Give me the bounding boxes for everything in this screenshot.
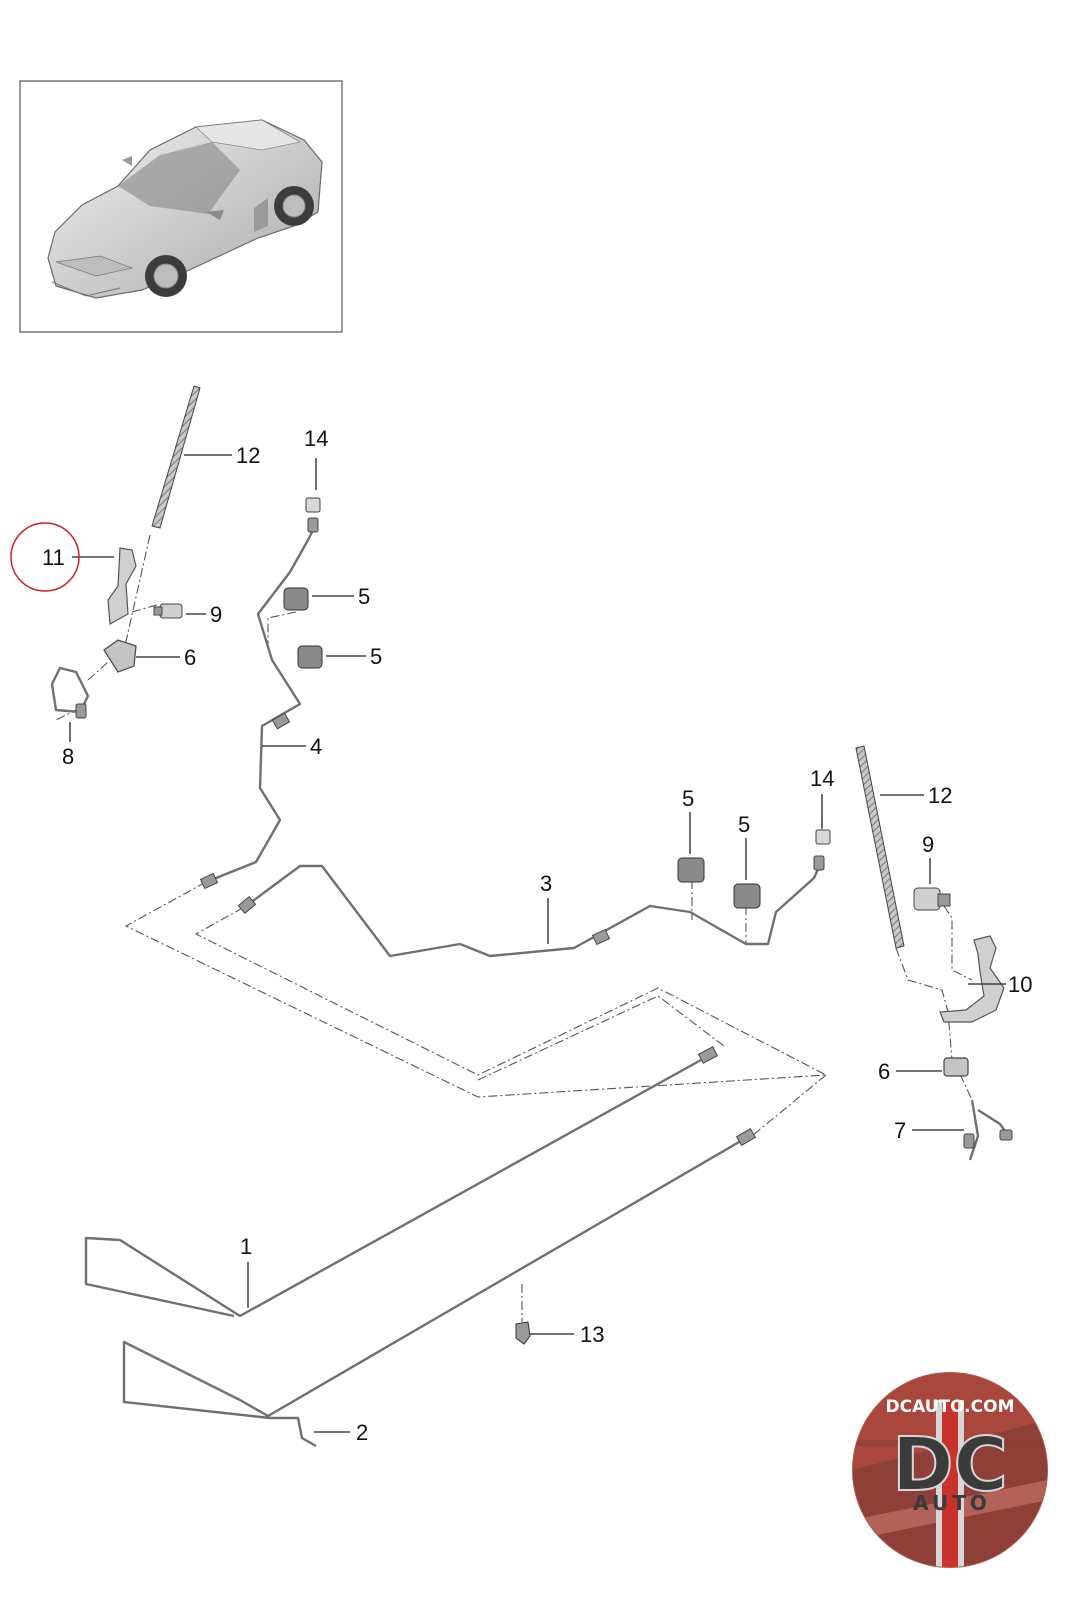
routing-lines [55, 498, 973, 1322]
fitting [697, 1046, 719, 1064]
cap-14-left [305, 497, 321, 513]
clip-6-right [943, 1057, 969, 1077]
callout-6-right[interactable]: 6 [878, 1059, 890, 1084]
callout-12-right[interactable]: 12 [928, 783, 952, 808]
logo-sub-text: AUTO [913, 1491, 991, 1515]
vehicle-thumbnail [19, 80, 343, 333]
callout-9-right[interactable]: 9 [922, 832, 934, 857]
callout-12-left[interactable]: 12 [236, 443, 260, 468]
callout-10[interactable]: 10 [1008, 972, 1032, 997]
fitting [237, 895, 257, 915]
callout-numbers: 12 14 11 5 9 5 6 8 4 5 14 12 5 9 3 10 6 … [42, 426, 1032, 1445]
fitting [735, 1127, 757, 1147]
callout-5-b[interactable]: 5 [370, 644, 382, 669]
clip-6-left [103, 639, 137, 673]
brake-hose-12-right [855, 745, 905, 949]
dcauto-logo: DCAUTO.COM DC AUTO [852, 1372, 1048, 1568]
callout-9-left[interactable]: 9 [210, 602, 222, 627]
holder-5-c [677, 857, 705, 883]
cap-14-right [815, 829, 831, 845]
fitting [307, 517, 319, 533]
holder-5-d [733, 883, 761, 909]
callout-2[interactable]: 2 [356, 1420, 368, 1445]
logo-top-text: DCAUTO.COM [885, 1397, 1014, 1417]
fitting [963, 1133, 975, 1149]
components [75, 385, 1013, 1345]
fitting [999, 1129, 1013, 1141]
logo-main-text: DC [892, 1422, 1008, 1508]
fitting [75, 703, 87, 719]
callout-5-d[interactable]: 5 [738, 812, 750, 837]
bracket-10 [939, 935, 1005, 1023]
callout-5-a[interactable]: 5 [358, 584, 370, 609]
callout-14-left[interactable]: 14 [304, 426, 328, 451]
fitting [271, 712, 291, 730]
brake-line-4 [205, 523, 318, 884]
holder-5-a [283, 587, 309, 611]
callout-13[interactable]: 13 [580, 1322, 604, 1347]
fitting [813, 855, 825, 871]
brake-line-3 [245, 859, 824, 958]
callout-6-left[interactable]: 6 [184, 645, 196, 670]
highlight-circle [10, 522, 80, 592]
holder-5-b [297, 645, 323, 669]
callout-14-right[interactable]: 14 [810, 766, 834, 791]
callout-5-c[interactable]: 5 [682, 786, 694, 811]
callout-11[interactable]: 11 [42, 545, 65, 570]
brake-lines [50, 523, 1011, 1448]
bolt-9-right [913, 887, 951, 911]
callout-8[interactable]: 8 [62, 744, 74, 769]
brake-line-1 [84, 1053, 711, 1318]
car-image [47, 119, 323, 299]
clip-13 [515, 1321, 531, 1345]
callout-3[interactable]: 3 [540, 871, 552, 896]
fitting [591, 928, 611, 946]
callout-1[interactable]: 1 [240, 1234, 252, 1259]
callout-7[interactable]: 7 [894, 1118, 906, 1143]
callout-4[interactable]: 4 [310, 734, 322, 759]
bolt-9-left [153, 603, 183, 619]
brake-hose-12-left [151, 385, 201, 529]
brake-line-2 [122, 1136, 747, 1448]
fitting [199, 872, 219, 890]
bracket-11 [107, 547, 137, 625]
